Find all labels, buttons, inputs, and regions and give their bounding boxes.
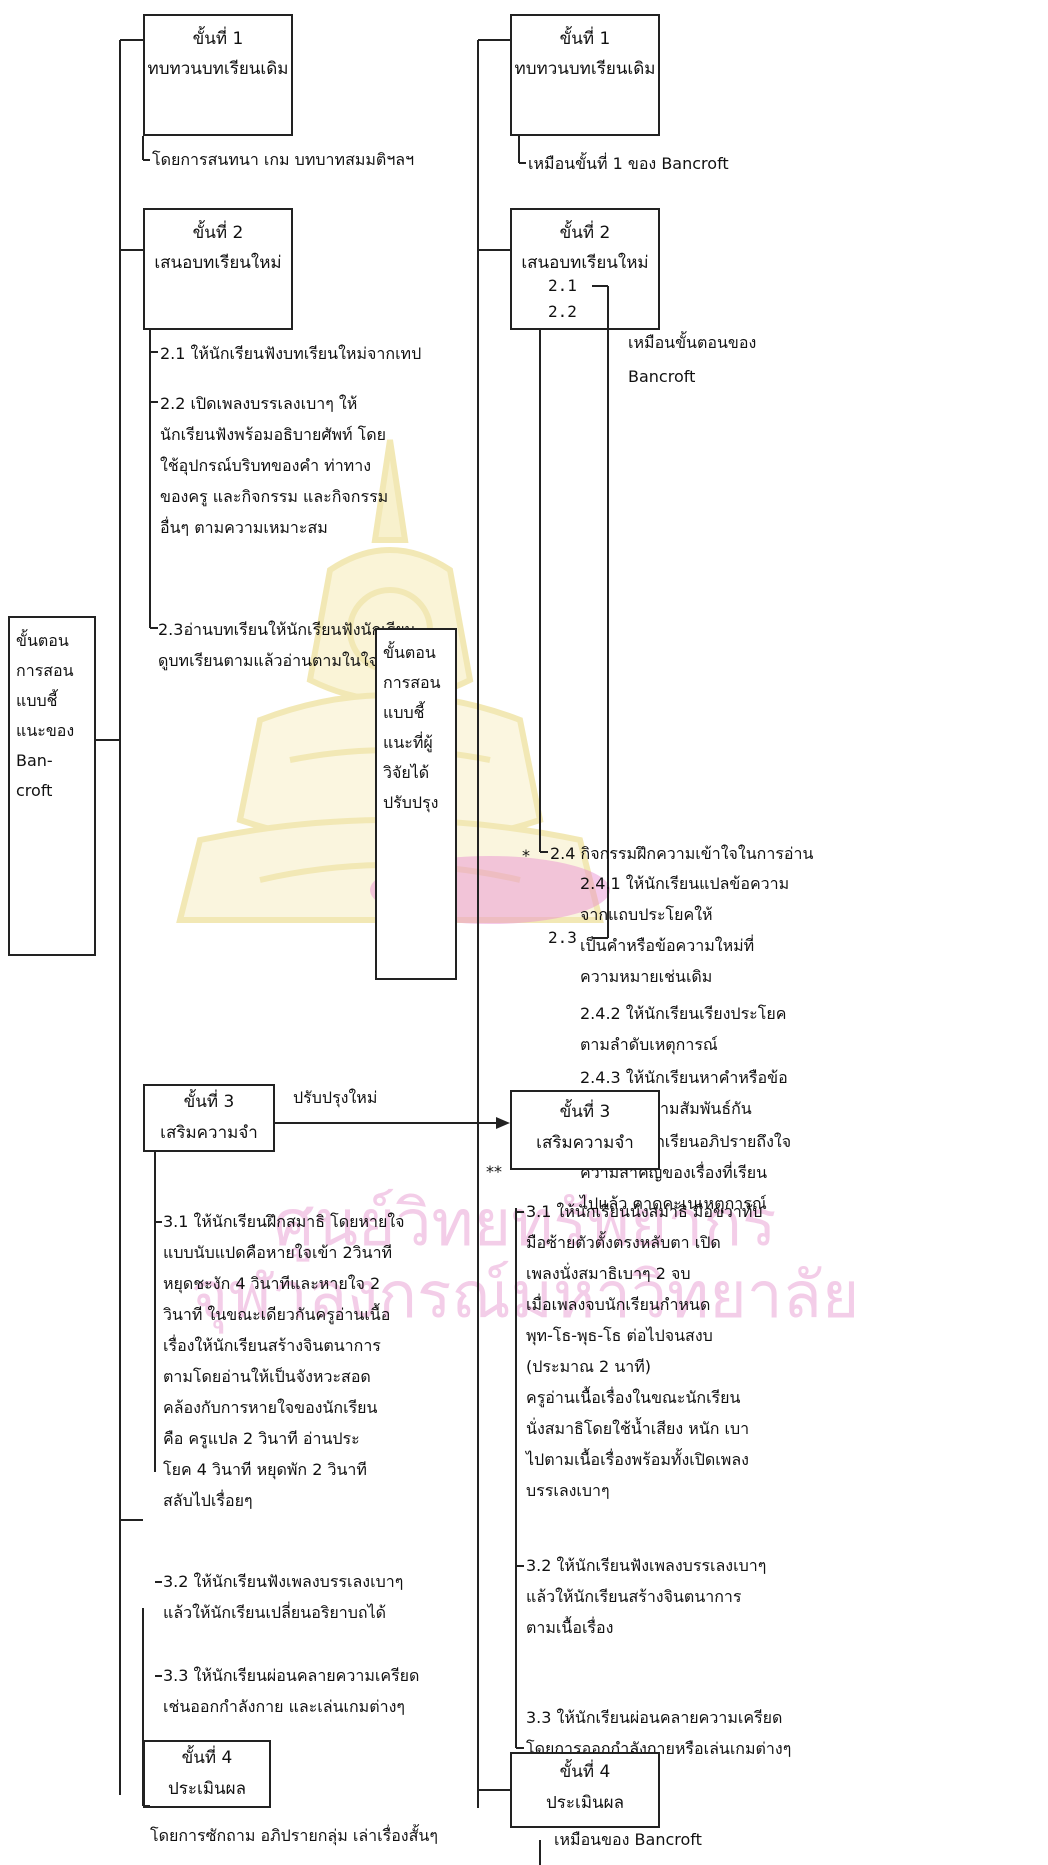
arrow-head-icon [496, 1117, 510, 1129]
left-step2-number: ขั้นที่ 2 [192, 223, 244, 243]
right-step2-box: ขั้นที่ 2 เสนอบทเรียนใหม่ [510, 208, 660, 330]
left-step2-title: เสนอบทเรียนใหม่ [154, 253, 282, 273]
right-step3-box: ขั้นที่ 3 เสริมความจำ [510, 1090, 660, 1170]
right-step1-box: ขั้นที่ 1 ทบทวนบทเรียนเดิม [510, 14, 660, 136]
left-step4-title: ประเมินผล [167, 1779, 247, 1799]
left-step4-number: ขั้นที่ 4 [181, 1748, 233, 1768]
right-step2-item-2: 2.2 [548, 302, 577, 321]
left-step4-note: โดยการซักถาม อภิปรายกลุ่ม เล่าเรื่องสั้น… [150, 1826, 438, 1845]
right-step2-number: ขั้นที่ 2 [559, 223, 611, 243]
arrow-label: ปรับปรุงใหม่ [293, 1088, 378, 1107]
left-step1-title: ทบทวนบทเรียนเดิม [147, 59, 289, 79]
right-step1-note: เหมือนขั้นที่ 1 ของ Bancroft [528, 154, 729, 173]
right-step3-item-1: 3.1 ให้นักเรียนนั่งสมาธิ มือขวาทับ มือซ้… [526, 1202, 763, 1500]
right-step4-note: เหมือนของ Bancroft [554, 1830, 702, 1849]
right-bracket-note: เหมือนขั้นตอนของ Bancroft [628, 333, 757, 386]
left-step2-box: ขั้นที่ 2 เสนอบทเรียนใหม่ [143, 208, 293, 330]
watermark-text: ศูนย์วิทยทรัพยากร จุฬาลงกรณ์มหาวิทยาลัย [190, 1187, 860, 1333]
left-step2-item-1: 2.1 ให้นักเรียนฟังบทเรียนใหม่จากเทป [160, 344, 422, 363]
right-step3-star: ** [486, 1162, 502, 1181]
left-step1-number: ขั้นที่ 1 [192, 29, 244, 49]
right-step3-number: ขั้นที่ 3 [559, 1102, 611, 1122]
right-step2-title: เสนอบทเรียนใหม่ [521, 253, 649, 273]
left-step3-title: เสริมความจำ [160, 1123, 258, 1143]
right-step2-star: * [522, 846, 530, 865]
left-label-box: ขั้นตอน การสอน แบบชี้ แนะของ Ban- croft [8, 616, 96, 956]
left-step3-box: ขั้นที่ 3 เสริมความจำ [143, 1084, 275, 1152]
right-step2-item-3: 2.3 [548, 928, 577, 947]
right-step3-item-2: 3.2 ให้นักเรียนฟังเพลงบรรเลงเบาๆ แล้วให้… [526, 1556, 767, 1637]
right-step3-title: เสริมความจำ [536, 1133, 634, 1153]
right-step2-sub-2: 2.4.2 ให้นักเรียนเรียงประโยค ตามลำดับเหต… [580, 1004, 787, 1054]
right-step1-number: ขั้นที่ 1 [559, 29, 611, 49]
right-step4-title: ประเมินผล [545, 1793, 625, 1813]
right-step2-sub-1: 2.4.1 ให้นักเรียนแปลข้อความ จากแถบประโยค… [580, 874, 790, 986]
left-step1-box: ขั้นที่ 1 ทบทวนบทเรียนเดิม [143, 14, 293, 136]
right-step2-item-1: 2.1 [548, 276, 577, 295]
center-label-box: ขั้นตอน การสอน แบบชี้ แนะที่ผู้ วิจัยได้… [375, 628, 457, 980]
right-step4-number: ขั้นที่ 4 [559, 1762, 611, 1782]
right-step4-box: ขั้นที่ 4 ประเมินผล [510, 1752, 660, 1828]
left-step3-item-1: 3.1 ให้นักเรียนฝึกสมาธิ โดยหายใจ แบบนับแ… [163, 1212, 405, 1510]
right-step1-title: ทบทวนบทเรียนเดิม [514, 59, 656, 79]
right-step2-item-4: 2.4 กิจกรรมฝึกความเข้าใจในการอ่าน [550, 844, 814, 863]
left-step2-item-2: 2.2 เปิดเพลงบรรเลงเบาๆ ให้ นักเรียนฟังพร… [160, 394, 389, 537]
left-step3-number: ขั้นที่ 3 [183, 1092, 235, 1112]
left-step3-item-2: 3.2 ให้นักเรียนฟังเพลงบรรเลงเบาๆ แล้วให้… [163, 1572, 404, 1622]
left-step3-item-3: 3.3 ให้นักเรียนผ่อนคลายความเครียด เช่นออ… [163, 1666, 420, 1716]
left-step4-box: ขั้นที่ 4 ประเมินผล [143, 1740, 271, 1808]
left-step1-note: โดยการสนทนา เกม บทบาทสมมติฯลฯ [152, 150, 415, 169]
left-step2-item-3: 2.3อ่านบทเรียนให้นักเรียนฟังนักเรียน ดูบ… [158, 620, 416, 670]
